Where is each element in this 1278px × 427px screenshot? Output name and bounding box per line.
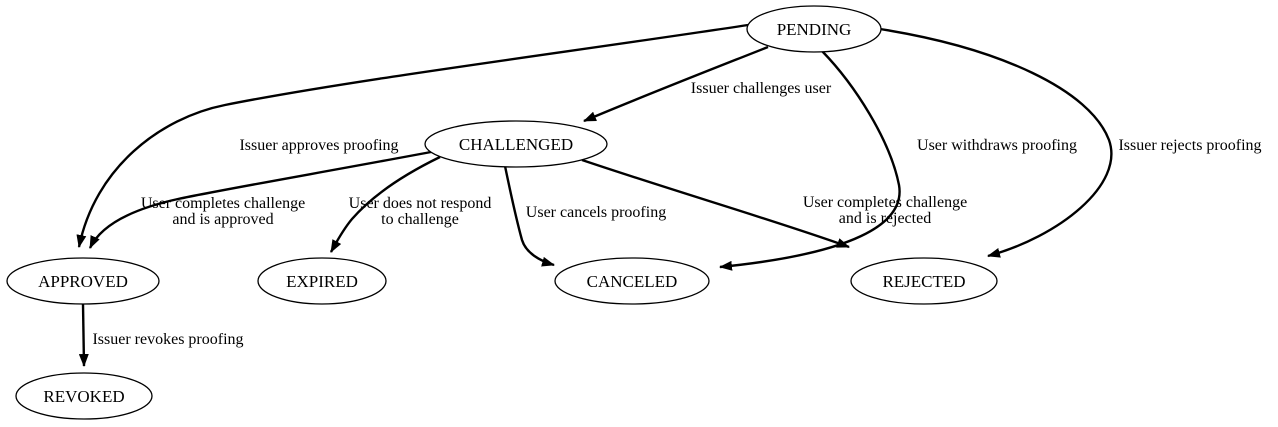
- edge-label-issuer-rejects-proofing: Issuer rejects proofing: [1118, 137, 1261, 154]
- edge-label-user-completes-challenge-approved-line1: User completes challenge: [141, 195, 305, 212]
- node-rejected-ellipse: [850, 257, 998, 305]
- node-revoked-label: REVOKED: [43, 387, 124, 406]
- edge-label-user-cancels-proofing: User cancels proofing: [526, 204, 666, 221]
- node-canceled-label: CANCELED: [587, 272, 678, 291]
- node-expired: EXPIRED: [257, 257, 387, 305]
- node-expired-ellipse: [257, 257, 387, 305]
- node-pending-label: PENDING: [777, 20, 852, 39]
- node-revoked: REVOKED: [15, 372, 153, 420]
- node-revoked-ellipse: [15, 372, 153, 420]
- edges: Issuer challenges user Issuer approves p…: [76, 23, 1262, 367]
- nodes: PENDING CHALLENGED APPROVED EXPIRED CANC…: [6, 5, 998, 420]
- node-rejected-label: REJECTED: [882, 272, 965, 291]
- node-pending: PENDING: [746, 5, 882, 53]
- edge-label-user-withdraws-proofing: User withdraws proofing: [917, 137, 1077, 154]
- edge-label-issuer-challenges-user: Issuer challenges user: [691, 80, 832, 97]
- edge-approved-revoked: [78, 303, 89, 367]
- edge-challenged-rejected: [581, 158, 850, 249]
- node-approved-label: APPROVED: [38, 272, 128, 291]
- node-challenged: CHALLENGED: [424, 120, 608, 168]
- edge-pending-canceled: [719, 50, 901, 271]
- edge-label-user-does-not-respond-line2: to challenge: [381, 211, 459, 228]
- edge-label-issuer-revokes-proofing: Issuer revokes proofing: [92, 331, 243, 348]
- edge-pending-rejected: [879, 27, 1113, 258]
- node-approved-ellipse: [6, 257, 160, 305]
- edge-challenged-canceled: [503, 165, 555, 267]
- edge-challenged-approved: [88, 150, 432, 249]
- node-canceled: CANCELED: [554, 257, 710, 305]
- node-approved: APPROVED: [6, 257, 160, 305]
- edge-challenged-expired: [329, 155, 441, 253]
- node-canceled-ellipse: [554, 257, 710, 305]
- edge-label-user-completes-challenge-rejected-line1: User completes challenge: [803, 194, 967, 211]
- node-challenged-label: CHALLENGED: [459, 135, 573, 154]
- node-rejected: REJECTED: [850, 257, 998, 305]
- node-pending-ellipse: [746, 5, 882, 53]
- edge-pending-challenged: [583, 45, 769, 123]
- node-challenged-ellipse: [424, 120, 608, 168]
- node-expired-label: EXPIRED: [286, 272, 358, 291]
- edge-pending-approved: [76, 23, 749, 248]
- edge-label-issuer-approves-proofing: Issuer approves proofing: [239, 137, 398, 154]
- edge-label-user-completes-challenge-rejected-line2: and is rejected: [839, 210, 931, 227]
- edge-label-user-does-not-respond-line1: User does not respond: [349, 195, 492, 212]
- edge-label-user-completes-challenge-approved-line2: and is approved: [172, 211, 273, 228]
